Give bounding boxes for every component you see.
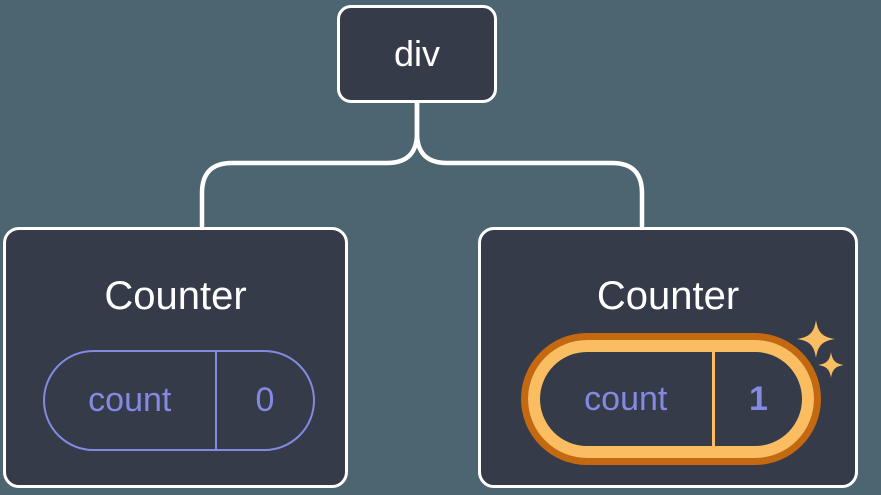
state-key-label: count xyxy=(88,381,172,419)
state-pill-highlighted: count 1 xyxy=(528,340,814,458)
counter-card-right: Counter count 1 xyxy=(478,227,858,488)
component-title: Counter xyxy=(596,274,740,318)
counter-card-left: Counter count 0 xyxy=(3,227,348,488)
state-key-label: count xyxy=(584,379,668,418)
root-node-div: div xyxy=(337,5,497,103)
component-title: Counter xyxy=(104,274,247,318)
state-pill-divider xyxy=(214,352,217,449)
root-node-label: div xyxy=(393,33,441,74)
state-pill: count 0 xyxy=(43,350,315,451)
state-value: 1 xyxy=(749,379,768,418)
state-pill-divider xyxy=(711,352,715,446)
state-value: 0 xyxy=(255,381,275,419)
